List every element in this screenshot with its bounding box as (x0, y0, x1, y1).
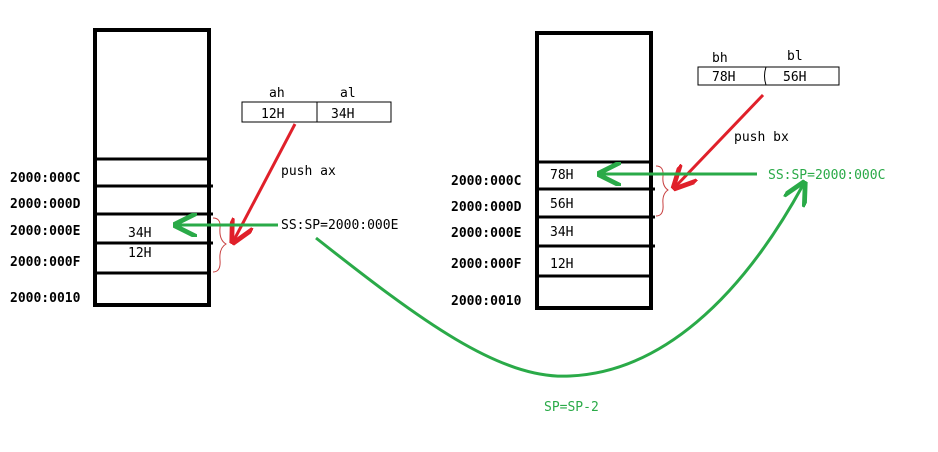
register-high-value: 78H (712, 70, 735, 85)
right-cell-value: 12H (550, 257, 573, 272)
left-stack: 34H 12H 2000:000C 2000:000D 2000:000E 20… (10, 28, 213, 307)
left-brace (212, 217, 228, 273)
left-cell-value: 34H (128, 226, 151, 241)
right-brace (655, 165, 669, 217)
register-high-label: ah (269, 86, 285, 101)
left-register: ah al 12H 34H (241, 86, 392, 123)
left-stack-frame (93, 28, 211, 307)
right-cell-value: 34H (550, 225, 573, 240)
left-address-label: 2000:000C (10, 171, 80, 186)
left-pointer-label: SS:SP=2000:000E (281, 218, 398, 233)
register-high-label: bh (712, 51, 728, 66)
left-cell-value: 12H (128, 246, 151, 261)
register-low-value: 56H (783, 70, 806, 85)
right-stack-frame (535, 31, 653, 310)
left-address-label: 2000:000D (10, 197, 81, 212)
register-high-value: 12H (261, 107, 284, 122)
register-low-label: al (340, 86, 356, 101)
left-push-label: push ax (281, 164, 336, 179)
left-address-label: 2000:0010 (10, 291, 81, 306)
left-address-label: 2000:000F (10, 255, 81, 270)
right-address-label: 2000:0010 (451, 294, 522, 309)
left-address-label: 2000:000E (10, 224, 80, 239)
register-low-label: bl (787, 49, 803, 64)
right-address-label: 2000:000D (451, 200, 522, 215)
transition-label: SP=SP-2 (544, 400, 599, 415)
right-cell-value: 56H (550, 197, 573, 212)
register-low-value: 34H (331, 107, 354, 122)
right-register: bh bl 78H 56H (697, 49, 840, 86)
right-push-arrow (676, 93, 765, 186)
left-push-arrow (234, 123, 297, 240)
register-split (764, 66, 767, 86)
right-stack: 78H 56H 34H 12H 2000:000C 2000:000D 2000… (451, 31, 655, 310)
right-push-label: push bx (734, 130, 789, 145)
register-box (697, 66, 840, 86)
right-address-label: 2000:000F (451, 257, 522, 272)
right-address-label: 2000:000E (451, 226, 521, 241)
right-cell-value: 78H (550, 168, 573, 183)
right-pointer-label: SS:SP=2000:000C (768, 168, 885, 183)
transition-curve-arrow (315, 185, 803, 378)
right-address-label: 2000:000C (451, 174, 521, 189)
